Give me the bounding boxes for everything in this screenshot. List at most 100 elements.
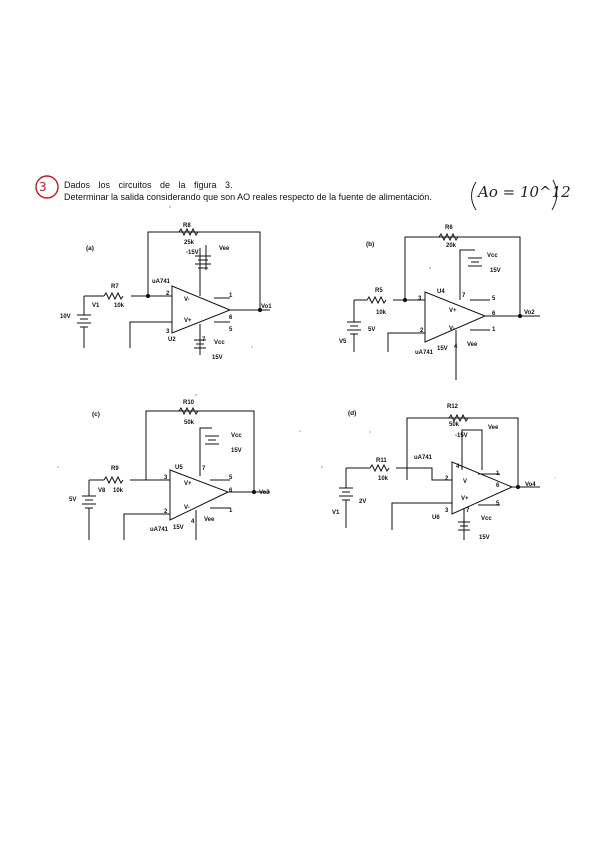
circuit-a-pin-inv: 2 — [166, 291, 170, 297]
circuit-d-source-name: V1 — [332, 510, 340, 516]
input-resistor — [366, 295, 387, 305]
circuit-a-opamp-ref: U2 — [168, 337, 176, 343]
junction-node — [145, 293, 151, 299]
circuit-a-tag: (a) — [86, 245, 94, 252]
input-resistor — [103, 475, 124, 485]
circuit-d-vee-value: -15V — [455, 433, 468, 439]
circuit-b-input-resistor-value: 10k — [376, 310, 387, 316]
circuit-d-pin-offset5: 5 — [496, 501, 500, 507]
circuit-d-feedback-resistor-name: R12 — [447, 404, 459, 410]
circuit-c-vee-label: Vee — [204, 517, 215, 523]
circuit-a-output-label: Vo1 — [261, 304, 272, 310]
feedback-resistor — [178, 227, 199, 237]
circuit-d-in-plus: V+ — [461, 496, 469, 502]
circuit-b-output-label: Vo2 — [524, 310, 535, 316]
feedback-wire — [147, 231, 261, 310]
opamp-triangle — [171, 285, 232, 334]
circuit-d-vcc-value: 15V — [479, 535, 490, 541]
ground-wire — [123, 513, 170, 540]
circuit-d-vcc-label: Vcc — [481, 516, 492, 522]
circuit-d-input-resistor-value: 10k — [378, 476, 389, 482]
feedback-resistor — [438, 232, 459, 242]
circuit-a-pin-v-plus: 7 — [202, 337, 206, 343]
circuit-b-vcc-value: 15V — [490, 268, 501, 274]
circuit-c-source-name: V8 — [98, 488, 106, 494]
circuit-a-vee-label: Vee — [219, 246, 230, 252]
circuit-a-source-name: V1 — [92, 303, 100, 309]
output-node — [257, 307, 263, 313]
circuit-c — [82, 406, 270, 540]
circuit-b-pin-inv: 2 — [420, 328, 424, 334]
circuit-c-pin-inv: 2 — [164, 509, 168, 515]
circuit-c-in-plus: V+ — [184, 481, 192, 487]
circuit-d-pin-v-minus: 4 — [456, 464, 460, 470]
ground-wire — [387, 332, 425, 352]
circuit-c-vcc-value: 15V — [231, 448, 242, 454]
offset-pins — [470, 299, 490, 331]
circuit-a-pin-offset5: 5 — [229, 327, 233, 333]
circuit-c-feedback-resistor-value: 50k — [184, 420, 195, 426]
circuit-b-in-minus: V- — [449, 326, 455, 332]
circuit-c-vcc-label: Vcc — [231, 433, 242, 439]
circuit-a-opamp-model: uA741 — [152, 279, 171, 285]
circuit-c-input-resistor-name: R9 — [111, 466, 119, 472]
circuit-b-opamp-model: uA741 — [415, 350, 434, 356]
input-resistor — [103, 291, 124, 301]
circuit-b-tag: (b) — [366, 241, 375, 248]
circuit-c-pin-noninv: 3 — [164, 475, 168, 481]
circuit-b-feedback-resistor-value: 20k — [446, 243, 457, 249]
vcc-battery — [205, 435, 219, 445]
circuit-b — [347, 232, 540, 380]
offset-pins — [214, 297, 230, 323]
output-node — [251, 489, 257, 495]
circuit-a-in-minus: V- — [184, 297, 190, 303]
opamp-triangle — [169, 469, 230, 521]
circuit-d-feedback-resistor-value: 50k — [449, 422, 460, 428]
circuit-a — [77, 227, 270, 355]
circuit-c-pin-v-minus: 4 — [191, 519, 195, 525]
ground-wire — [129, 321, 172, 348]
input-wire — [346, 467, 452, 481]
handwritten-annotations — [35, 175, 558, 211]
circuit-c-pin-offset5: 5 — [229, 475, 233, 481]
circuit-a-feedback-resistor-name: R8 — [183, 223, 191, 229]
circuit-b-source-name: V5 — [339, 339, 347, 345]
circuit-c-input-resistor-value: 10k — [113, 488, 124, 494]
vcc-battery — [468, 257, 482, 267]
circuit-d-tag: (d) — [348, 410, 357, 417]
circuit-a-vee-value: -15V — [186, 250, 199, 256]
circuit-d-output-label: Vo4 — [525, 482, 536, 488]
circuit-c-pin-v-plus: 7 — [202, 466, 206, 472]
circuit-d-vee-label: Vee — [488, 425, 499, 431]
circuit-b-pin-out: 6 — [492, 311, 496, 317]
circuit-b-vee-value: 15V — [437, 346, 448, 352]
circuit-b-in-plus: V+ — [449, 308, 457, 314]
offset-pins — [210, 479, 230, 509]
circuit-c-source-value: 5V — [69, 497, 77, 503]
vcc-supply — [199, 427, 212, 476]
handwritten-parenthesis — [471, 181, 477, 211]
circuit-d-pin-noninv: 3 — [445, 508, 449, 514]
circuit-b-pin-offset1: 1 — [492, 327, 496, 333]
circuit-d-pin-out: 6 — [496, 483, 500, 489]
circuit-a-input-resistor-name: R7 — [111, 284, 119, 290]
circuit-b-pin-noninv: 3 — [418, 296, 422, 302]
feedback-wire — [404, 236, 521, 316]
feedback-wire — [145, 410, 255, 492]
circuit-c-feedback-resistor-name: R10 — [183, 400, 195, 406]
circuit-d-opamp-model: uA741 — [414, 455, 433, 461]
circuit-c-opamp-model: uA741 — [150, 527, 169, 533]
circuit-a-feedback-resistor-value: 25k — [184, 240, 195, 246]
offset-pins — [478, 473, 500, 506]
circuit-b-pin-v-plus: 7 — [462, 293, 466, 299]
vee-supply — [199, 245, 207, 296]
circuit-a-vcc-value: 15V — [212, 355, 223, 361]
circuit-d-pin-inv: 2 — [445, 476, 449, 482]
output-node — [517, 313, 523, 319]
vee-supply — [461, 429, 483, 470]
circuit-d-input-resistor-name: R11 — [376, 458, 387, 464]
vee-battery — [195, 255, 211, 269]
circuit-c-output-label: Vo3 — [259, 490, 270, 496]
circuit-b-vee-label: Vee — [467, 342, 478, 348]
problem-line-1: Dados los circuitos de la figura 3. — [64, 180, 233, 190]
